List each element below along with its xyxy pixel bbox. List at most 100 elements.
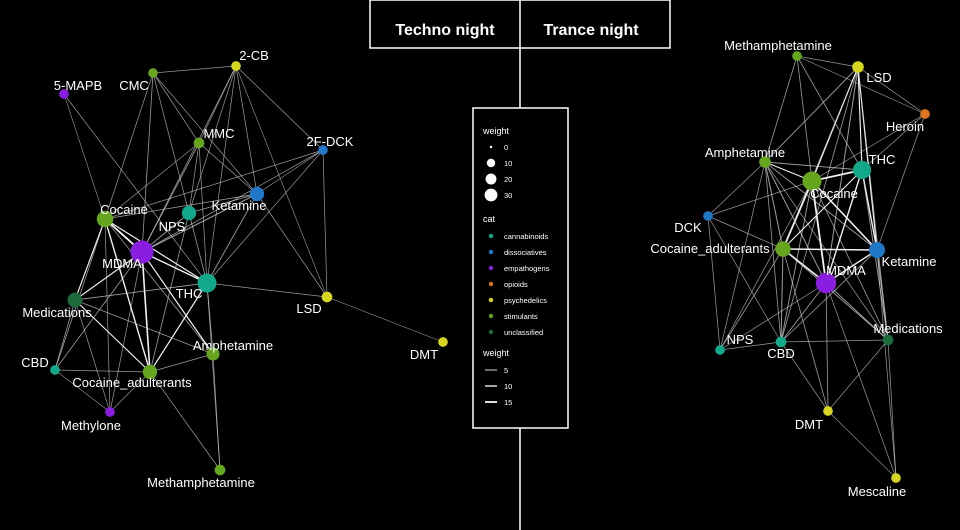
legend-cat-swatch-empathogens	[488, 265, 494, 271]
techno-edges	[54, 65, 444, 471]
edge-cocaine-mdma	[811, 180, 827, 284]
node-label-dmt: DMT	[795, 417, 823, 432]
node-label-mescaline: Mescaline	[848, 484, 907, 499]
edge-5-mapb-cocaine	[63, 93, 106, 220]
edge-cocaine-nps	[719, 180, 813, 351]
legend-cat-title: cat	[483, 214, 496, 224]
edge-mdma-thc	[141, 251, 208, 284]
node-label-lsd: LSD	[296, 301, 321, 316]
techno-night-title: Techno night	[395, 22, 495, 39]
node-cocaine-adulterants	[775, 241, 791, 257]
legend-cat-label: dissociatives	[504, 248, 547, 257]
legend-edge-label: 5	[504, 366, 508, 375]
legend-cat-swatch-opioids	[488, 281, 494, 287]
edge-cocaine-adulterants-cbd	[780, 248, 784, 343]
legend-weight-dot	[486, 158, 496, 168]
node-label-medications: Medications	[22, 305, 92, 320]
edge-cocaine-amphetamine	[104, 218, 214, 355]
node-mescaline	[891, 473, 901, 483]
node-label-cocaine-adulterants: Cocaine_adulterants	[72, 375, 192, 390]
edge-cocaine-adulterants-amphetamine	[149, 353, 214, 373]
node-label-medications: Medications	[873, 321, 943, 336]
legend: weight0102030catcannabinoidsdissociative…	[472, 107, 569, 429]
node-nps	[715, 345, 725, 355]
edge-mdma-mescaline	[825, 282, 897, 479]
legend-weight-dot	[484, 188, 498, 202]
edge-mdma-amphetamine	[764, 161, 827, 284]
edge-thc-mmc	[198, 142, 208, 284]
edge-mdma-cocaine-adulterants	[141, 251, 151, 373]
edge-ketamine-cbd	[780, 249, 878, 343]
node-label-cocaine-adulterants: Cocaine_adulterants	[650, 241, 770, 256]
node-methamphetamine	[214, 464, 226, 476]
node-label-methamphetamine: Methamphetamine	[147, 475, 255, 490]
edge-nps-2-cb	[188, 65, 237, 214]
node-label-2f-dck: 2F-DCK	[307, 134, 354, 149]
edge-cocaine-dck	[707, 180, 813, 217]
node-label-dck: DCK	[674, 220, 702, 235]
edge-thc-lsd	[206, 282, 328, 298]
node-label-mdma: MDMA	[826, 263, 866, 278]
node-label-ketamine: Ketamine	[882, 254, 937, 269]
edge-thc-ketamine	[206, 193, 258, 284]
edge-mdma-cbd	[780, 282, 827, 343]
edge-amphetamine-methamphetamine	[764, 55, 798, 163]
edge-amphetamine-nps	[719, 161, 766, 351]
node-cbd	[50, 365, 60, 375]
edge-lsd-2-cb	[235, 65, 328, 298]
edge-cocaine-adulterants-nps	[149, 212, 190, 373]
edge-mdma-amphetamine	[141, 251, 214, 355]
node-ketamine	[249, 186, 265, 202]
edge-cocaine-adulterants-dmt	[782, 248, 829, 412]
node-cocaine	[802, 171, 822, 191]
node-label-thc: THC	[869, 152, 896, 167]
node-label-cocaine: Cocaine	[100, 202, 148, 217]
edge-cmc-2-cb	[152, 65, 237, 74]
edge-lsd-cbd	[780, 66, 859, 343]
edge-thc-cocaine-adulterants	[782, 169, 863, 250]
edge-ketamine-lsd	[256, 193, 328, 298]
edge-mdma-lsd	[825, 66, 859, 284]
edge-medications-methylone	[74, 299, 111, 413]
node-label-mmc: MMC	[203, 126, 234, 141]
edge-thc-cocaine-adulterants	[149, 282, 208, 373]
edge-mdma-ketamine	[141, 193, 258, 253]
node-dck	[703, 211, 713, 221]
edge-mdma-2-cb	[141, 65, 237, 253]
legend-edge-label: 15	[504, 398, 512, 407]
legend-weight-dot	[489, 145, 493, 149]
node-mdma	[815, 272, 837, 294]
legend-weight-dot	[485, 173, 497, 185]
edge-ketamine-nps	[188, 193, 258, 214]
techno-nodes	[50, 61, 448, 476]
node-label-5-mapb: 5-MAPB	[54, 78, 102, 93]
edge-amphetamine-medications	[764, 161, 889, 341]
edge-cocaine-medications	[74, 218, 106, 301]
edge-2f-dck-2-cb	[235, 65, 324, 151]
edge-ketamine-heroin	[876, 113, 926, 251]
legend-weight-label: 30	[504, 191, 512, 200]
node-label-methylone: Methylone	[61, 418, 121, 433]
edge-dck-nps	[707, 215, 721, 351]
header: Techno night Trance night	[369, 0, 671, 530]
node-medications	[67, 292, 83, 308]
edge-ketamine-mescaline	[876, 249, 897, 479]
edge-ketamine-cmc	[152, 72, 258, 195]
node-label-nps: NPS	[159, 219, 186, 234]
edge-lsd-methamphetamine	[796, 55, 859, 68]
edge-cocaine-ketamine	[104, 193, 258, 220]
edge-cocaine-adulterants-cbd	[54, 369, 151, 373]
legend-cat-label: unclassified	[504, 328, 543, 337]
edge-amphetamine-dck	[707, 161, 766, 217]
legend-cat-swatch-cannabinoids	[488, 233, 494, 239]
edge-2f-dck-thc	[206, 149, 324, 284]
node-label-nps: NPS	[727, 332, 754, 347]
legend-cat-label: cannabinoids	[504, 232, 548, 241]
legend-cat-label: empathogens	[504, 264, 550, 273]
edge-thc-amphetamine	[764, 161, 863, 171]
node-mmc	[193, 137, 205, 149]
node-label-dmt: DMT	[410, 347, 438, 362]
